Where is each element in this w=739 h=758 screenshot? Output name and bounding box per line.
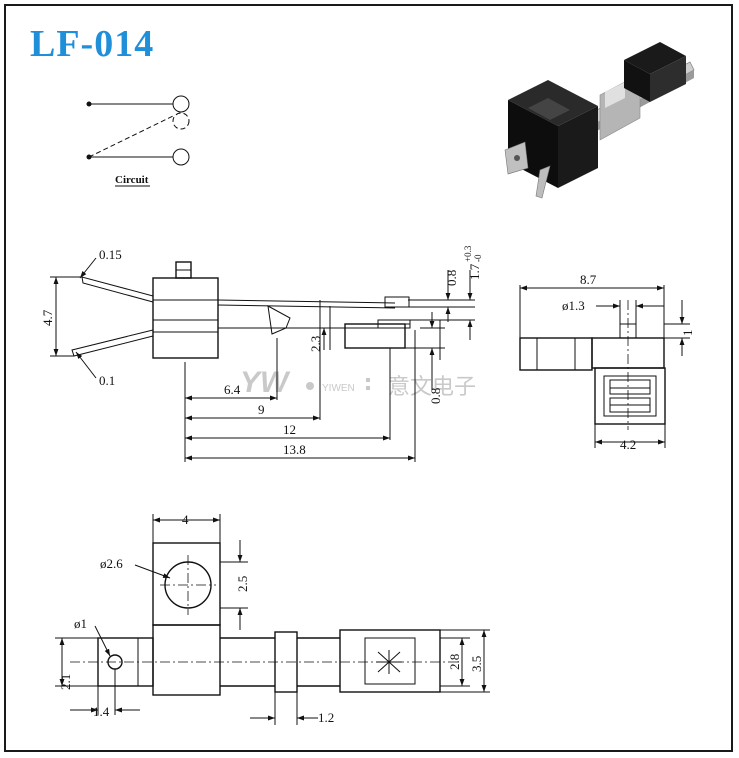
dim-4.2: 4.2 — [620, 437, 636, 452]
dim-0.8-top: 0.8 — [444, 270, 459, 286]
dim-3.5: 3.5 — [469, 656, 484, 672]
contact-upper — [384, 296, 410, 308]
dim-2.8: 2.8 — [447, 654, 462, 670]
circuit-contact-moving — [172, 112, 190, 130]
lever — [267, 305, 291, 335]
dim-6.4: 6.4 — [224, 382, 241, 397]
dim-2.6-diameter: ø2.6 — [100, 556, 123, 571]
top-view: 4 2.5 ø2.6 ø1 2.1 1.4 1.2 2.8 3.5 — [55, 512, 490, 725]
dim-12: 12 — [283, 422, 296, 437]
spring-leaf-upper — [217, 299, 396, 304]
end-body — [594, 367, 666, 425]
dim-4: 4 — [182, 512, 189, 527]
dim-4.7: 4.7 — [40, 309, 55, 326]
circuit-contact-nc — [172, 148, 190, 166]
dim-8.7: 8.7 — [580, 272, 597, 287]
dim-0.15: 0.15 — [99, 247, 122, 262]
top-body-upper — [152, 542, 221, 626]
terminal-upper — [81, 276, 154, 303]
top-contact-end — [339, 629, 441, 693]
side-view: 4.7 0.15 0.1 6.4 9 12 13.8 2.3 0.8 1.7 +… — [40, 245, 483, 462]
circuit-symbol: Circuit — [86, 95, 190, 187]
terminal-lower — [71, 329, 154, 357]
product-photo — [504, 42, 695, 199]
circuit-wire — [88, 115, 174, 158]
end-terminal — [519, 337, 593, 371]
dim-0.1: 0.1 — [99, 373, 115, 388]
dim-1.7-tol-minus: -0 — [473, 254, 483, 262]
dim-1-diameter: ø1 — [74, 616, 87, 631]
dim-0.8-right: 0.8 — [428, 388, 443, 404]
top-body-lower — [152, 624, 221, 696]
dim-1.4: 1.4 — [93, 704, 110, 719]
watermark-logo: YW — [240, 366, 291, 399]
watermark-brand: YIWEN — [322, 383, 355, 394]
circuit-label: Circuit — [115, 174, 149, 186]
dim-1.7: 1.7 — [467, 263, 482, 280]
dim-1: 1 — [680, 330, 695, 337]
dim-2.1: 2.1 — [58, 674, 73, 690]
dim-1.2: 1.2 — [318, 710, 334, 725]
end-view: 8.7 ø1.3 1 4.2 — [519, 272, 695, 452]
contact-block — [344, 323, 406, 349]
switch-body — [152, 277, 219, 359]
dim-9: 9 — [258, 402, 265, 417]
dim-1.3-diameter: ø1.3 — [562, 298, 585, 313]
dim-2.3: 2.3 — [308, 336, 323, 352]
dim-13.8: 13.8 — [283, 442, 306, 457]
dim-2.5: 2.5 — [235, 576, 250, 592]
part-number-title: LF-014 — [30, 23, 155, 65]
dim-1.7-tol-plus: +0.3 — [463, 245, 473, 262]
circuit-contact-no — [172, 95, 190, 113]
